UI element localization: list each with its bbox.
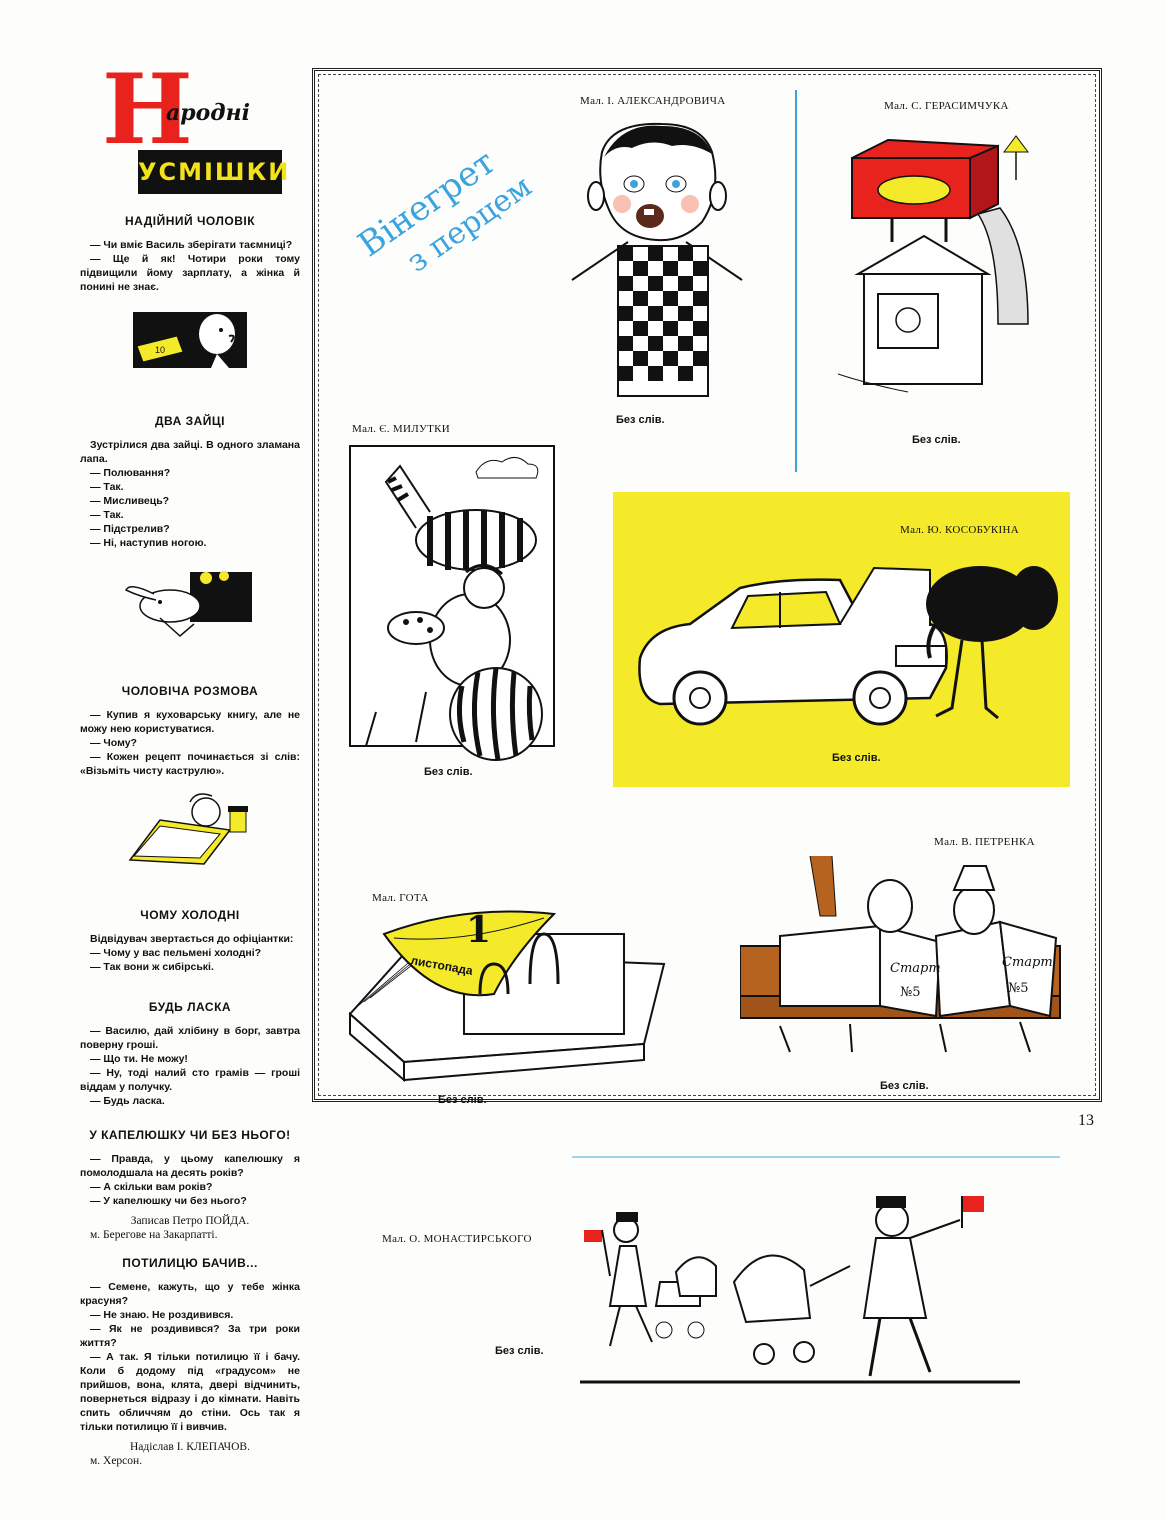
story-line: — Так.	[90, 481, 124, 493]
story-line: — Не знаю. Не роздивився.	[90, 1309, 234, 1321]
calendar-day: 1	[466, 909, 491, 951]
story-title: ЧОЛОВІЧА РОЗМОВА	[121, 684, 259, 698]
story-location: м. Херсон.	[90, 1455, 143, 1467]
zebra-painter-illustration	[349, 445, 555, 761]
calendar-leaf-illustration: 1 листопада	[348, 909, 666, 1083]
car-ostrich-illustration	[638, 566, 1058, 726]
story-line: — У капелюшку чи без нього?	[90, 1195, 247, 1207]
story-line: — Що ти. Не можу!	[90, 1053, 188, 1065]
story-line: — Кожен рецепт починається зі слів: «Віз…	[80, 751, 300, 777]
story-line: — Чому у вас пельмені холодні?	[90, 947, 262, 959]
crossword-boy-illustration	[571, 122, 743, 397]
story-bud-laska: БУДЬ ЛАСКА — Василю, дай хлібину в борг,…	[80, 1000, 300, 1108]
story-line: Зустрілися два зайці. В одного зламана л…	[80, 439, 300, 465]
page-number: 13	[1078, 1112, 1094, 1129]
cookbook-illustration	[128, 793, 248, 865]
left-column: Н ародні УСМІШКИ НАДІЙНИЙ ЧОЛОВІК — Чи в…	[80, 60, 300, 1468]
story-line: — Ну, тоді налий сто грамів — гроші відд…	[80, 1067, 300, 1093]
caption-aleksandrovych: Мал. І. АЛЕКСАНДРОВИЧА	[580, 95, 726, 107]
story-signature: Надіслав І. КЛЕПАЧОВ.	[130, 1441, 250, 1453]
cartoon-frame	[312, 68, 1102, 1102]
newspaper-issue: №5	[900, 985, 921, 1000]
caption-no-words: Без слів.	[438, 1094, 487, 1106]
story-title: НАДІЙНИЙ ЧОЛОВІК	[124, 214, 256, 228]
story-line: — Так вони ж сибірські.	[90, 961, 214, 973]
caption-no-words: Без слів.	[424, 766, 473, 778]
story-line: Відвідувач звертається до офіціантки:	[90, 933, 294, 945]
story-location: м. Берегове на Закарпатті.	[90, 1229, 218, 1241]
story-title: У КАПЕЛЮШКУ ЧИ БЕЗ НЬОГО!	[89, 1128, 291, 1142]
story-cholovicha-rozmova: ЧОЛОВІЧА РОЗМОВА — Купив я куховарську к…	[80, 684, 300, 866]
story-line: — Полювання?	[90, 467, 171, 479]
story-line: — Ще й як! Чотири роки тому підвищили йо…	[80, 253, 300, 293]
section-logo: Н ародні УСМІШКИ	[102, 53, 291, 200]
money-label: 10	[155, 345, 165, 355]
stroller-race-illustration	[580, 1196, 1020, 1384]
story-line: — Купив я куховарську книгу, але не можу…	[80, 709, 300, 735]
house-garage-illustration	[837, 135, 1029, 393]
story-line: — Так.	[90, 509, 124, 521]
story-line: — А так. Я тільки потилицю її і бачу. Ко…	[80, 1351, 300, 1433]
caption-no-words: Без слів.	[495, 1345, 544, 1357]
story-line: — Правда, у цьому капелюшку я помолодшал…	[80, 1153, 300, 1179]
story-kapelyushok: У КАПЕЛЮШКУ ЧИ БЕЗ НЬОГО! — Правда, у ць…	[80, 1128, 300, 1242]
story-nadiynyi: НАДІЙНИЙ ЧОЛОВІК — Чи вміє Василь зберіг…	[80, 214, 300, 372]
logo-band: УСМІШКИ	[138, 150, 291, 194]
story-line: — Мисливець?	[90, 495, 170, 507]
story-line: — Василю, дай хлібину в борг, завтра пов…	[80, 1025, 300, 1051]
story-dva-zaytsi: ДВА ЗАЙЦІ Зустрілися два зайці. В одного…	[80, 414, 300, 642]
story-line: — Будь ласка.	[90, 1095, 165, 1107]
caption-monastyrsky: Мал. О. МОНАСТИРСЬКОГО	[382, 1233, 532, 1245]
story-line: — Як не роздивився? За три роки життя?	[80, 1323, 300, 1349]
story-title: ЧОМУ ХОЛОДНІ	[140, 908, 240, 922]
story-title: БУДЬ ЛАСКА	[148, 1000, 232, 1014]
caption-no-words: Без слів.	[880, 1080, 929, 1092]
logo-big-letter: Н	[102, 53, 193, 166]
story-title: ДВА ЗАЙЦІ	[154, 414, 226, 428]
bench-readers-illustration: Старт №5 Старт №5	[740, 856, 1061, 1053]
newspaper-title-2: Старт	[1002, 955, 1053, 970]
caption-petrenko: Мал. В. ПЕТРЕНКА	[934, 836, 1035, 848]
story-line: — Семене, кажуть, що у тебе жінка красун…	[80, 1281, 300, 1307]
story-line: — Чи вміє Василь зберігати таємниці?	[90, 239, 293, 251]
man-with-money-illustration: 10	[133, 312, 247, 368]
caption-herasymchuk: Мал. С. ГЕРАСИМЧУКА	[884, 100, 1009, 112]
newspaper-title: Старт	[890, 961, 941, 976]
caption-hot: Мал. ГОТА	[372, 892, 429, 904]
story-title: ПОТИЛИЦЮ БАЧИВ...	[122, 1256, 258, 1270]
story-line: — Чому?	[90, 737, 137, 749]
caption-no-words: Без слів.	[616, 414, 665, 426]
story-line: — Ні, наступив ногою.	[90, 537, 207, 549]
logo-script: ародні	[166, 100, 251, 126]
caption-no-words: Без слів.	[912, 434, 961, 446]
story-chomu-kholodni: ЧОМУ ХОЛОДНІ Відвідувач звертається до о…	[80, 908, 300, 974]
caption-kosobukin: Мал. Ю. КОСОБУКІНА	[900, 524, 1019, 536]
hare-illustration	[124, 571, 252, 637]
newspaper-issue-2: №5	[1008, 981, 1029, 996]
story-line: — А скільки вам років?	[90, 1181, 213, 1193]
caption-mylutka: Мал. Є. МИЛУТКИ	[352, 423, 450, 435]
logo-band-text: УСМІШКИ	[138, 158, 291, 186]
story-line: — Підстрелив?	[90, 523, 170, 535]
caption-no-words: Без слів.	[832, 752, 881, 764]
blue-divider-horizontal	[572, 1156, 1060, 1158]
blue-divider	[795, 90, 797, 472]
vinegret-title: Вінегрет з перцем	[351, 142, 538, 280]
story-potylytsyu: ПОТИЛИЦЮ БАЧИВ... — Семене, кажуть, що у…	[80, 1256, 300, 1468]
story-signature: Записав Петро ПОЙДА.	[130, 1215, 250, 1227]
